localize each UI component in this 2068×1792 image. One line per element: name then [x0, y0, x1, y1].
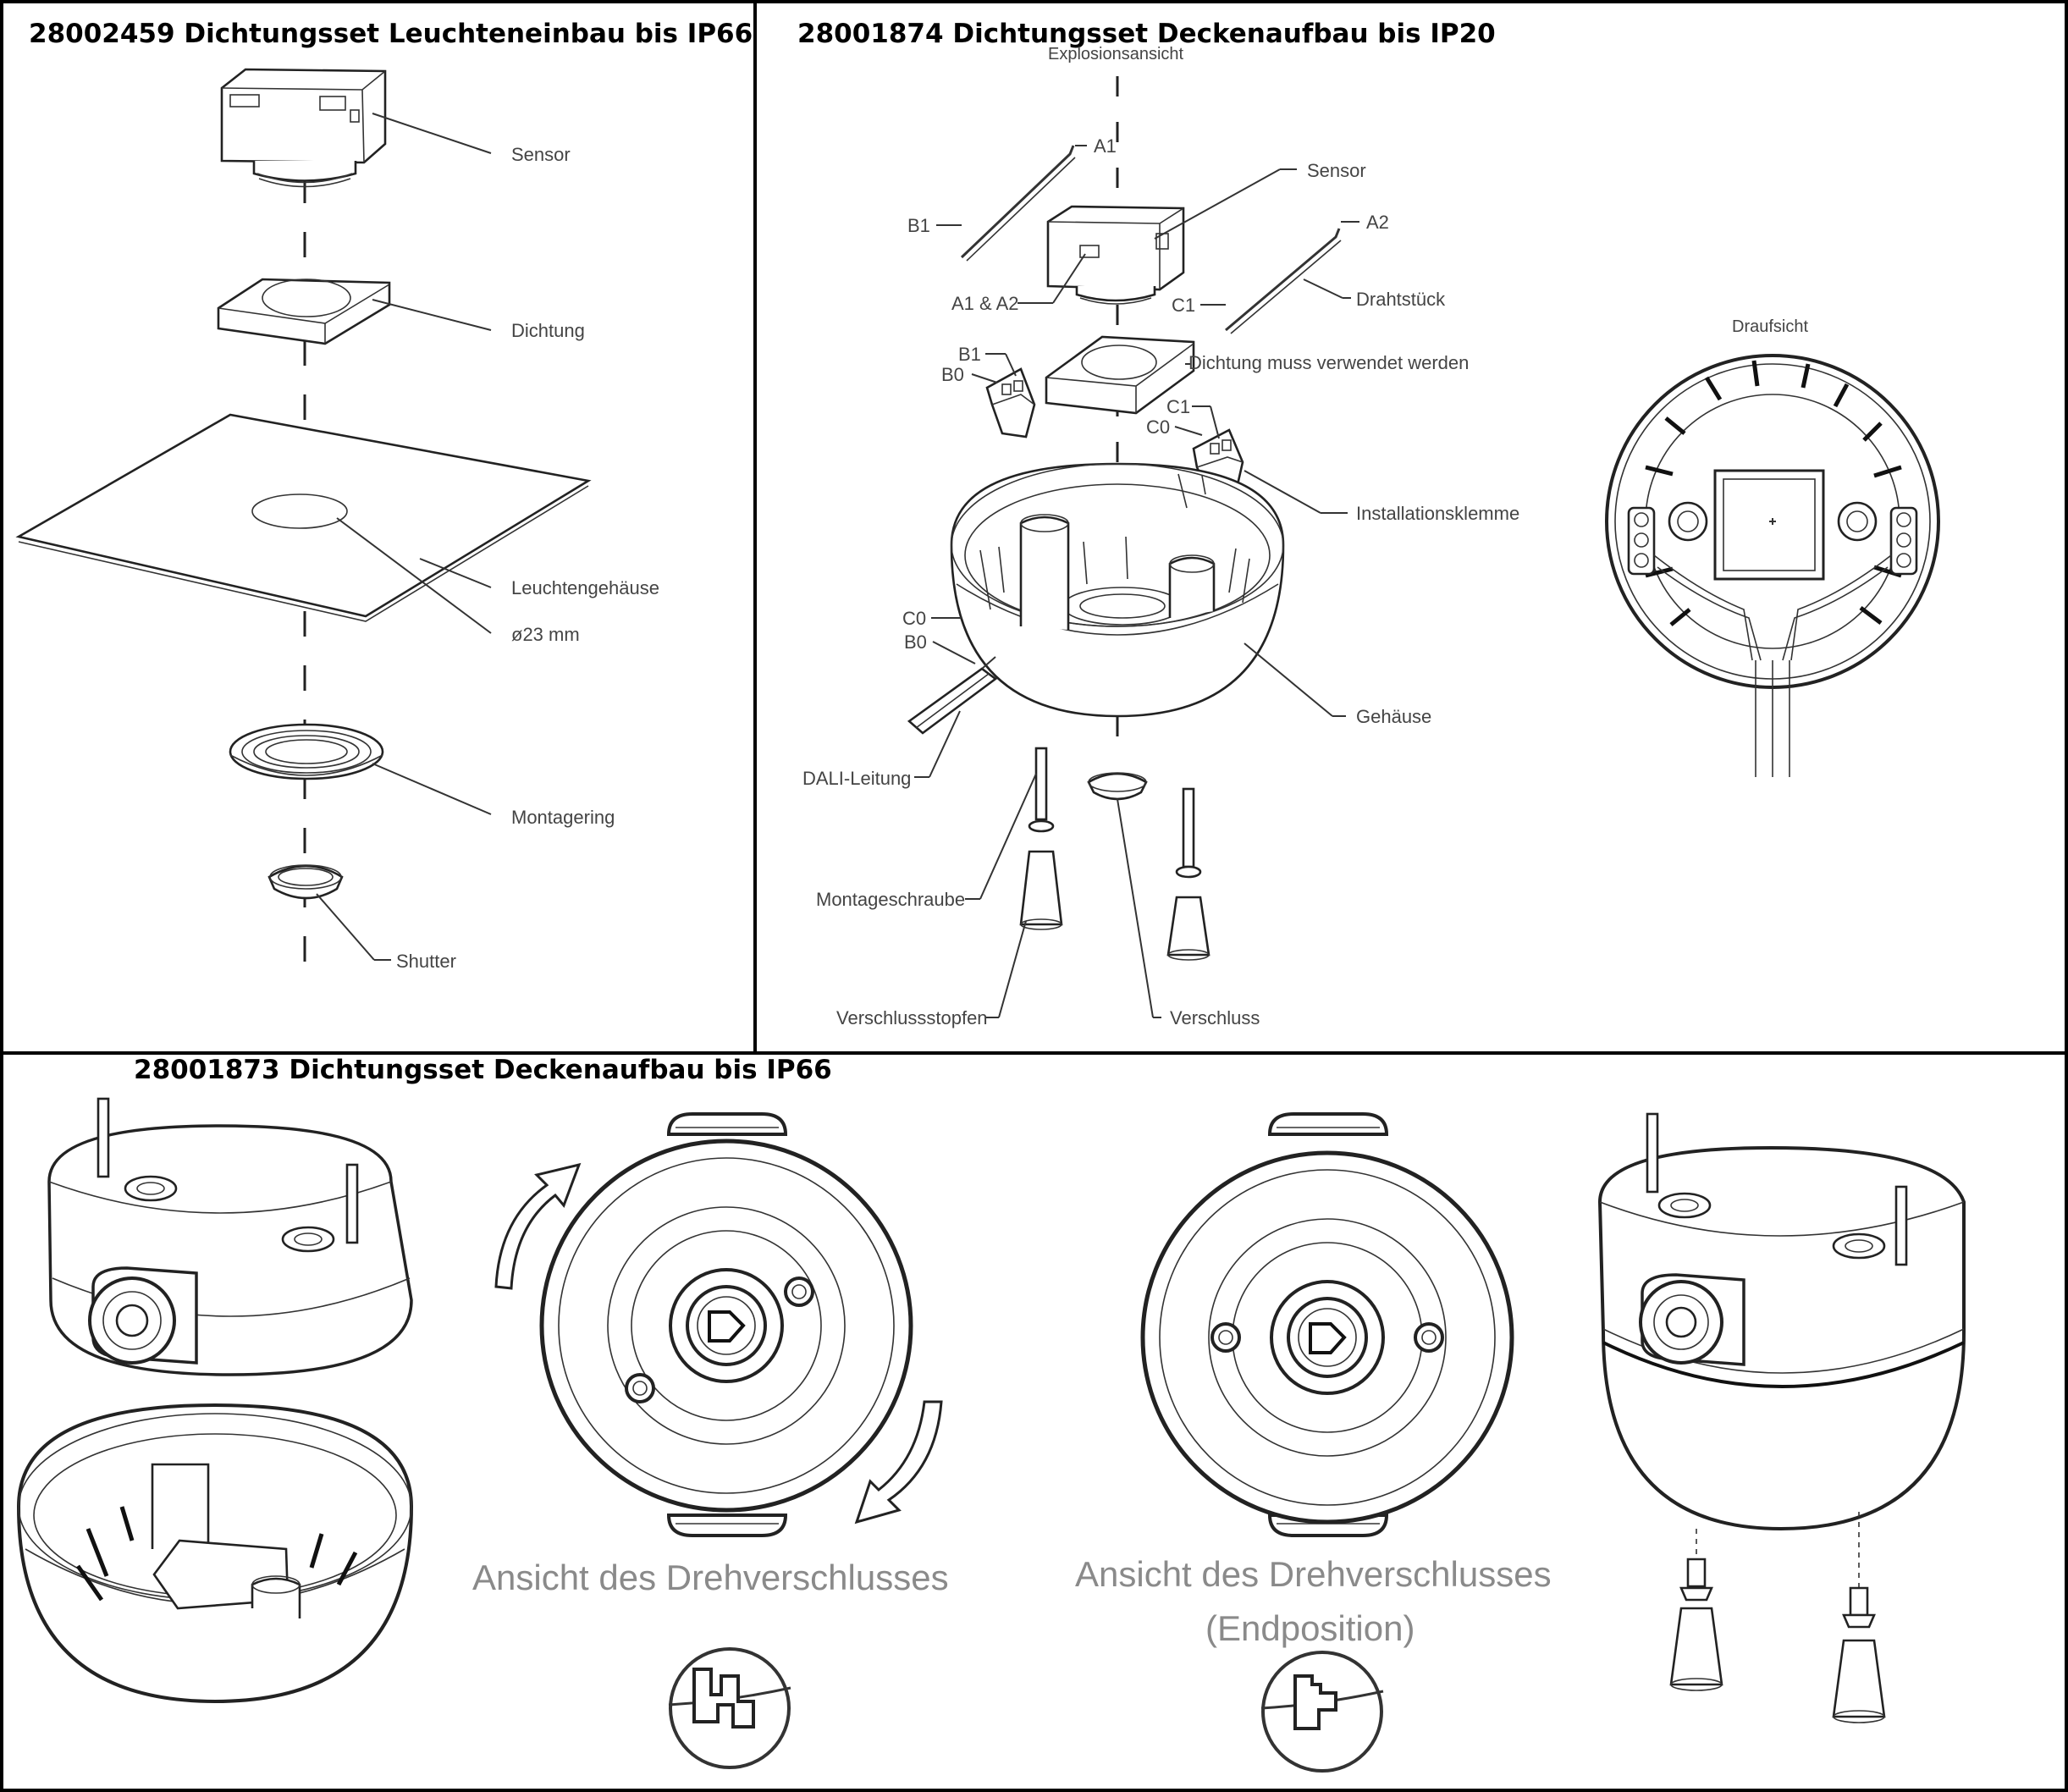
label-montageschraube: Montageschraube	[816, 889, 965, 910]
caption-drehverschluss: Ansicht des Drehverschlusses	[472, 1558, 949, 1597]
twist-view-start	[539, 1112, 913, 1537]
twist-detail-sketch-1	[668, 1647, 791, 1769]
caption-drehverschluss-end-line2: (Endposition)	[1205, 1608, 1415, 1648]
label-dichtung-1: Dichtung	[511, 320, 585, 341]
label-sensor-1: Sensor	[511, 144, 571, 165]
label-a2: A2	[1366, 212, 1389, 233]
panel-deckenaufbau-ip66: 28001873 Dichtungsset Deckenaufbau bis I…	[16, 1055, 1966, 1773]
draufsicht-view	[1605, 354, 1940, 777]
label-montagering-1: Montagering	[511, 807, 615, 828]
caption-drehverschluss-end-line1: Ansicht des Drehverschlusses	[1075, 1554, 1552, 1594]
twist-detail-sketch-2	[1260, 1651, 1384, 1773]
label-c0: C0	[1146, 416, 1170, 438]
label-installationsklemme: Installationsklemme	[1356, 503, 1519, 524]
installationsklemme-left	[985, 367, 1036, 438]
label-b1: B1	[958, 344, 981, 365]
panel-title-2: 28001874 Dichtungsset Deckenaufbau bis I…	[797, 19, 1496, 49]
label-b0: B0	[941, 364, 964, 385]
twist-view-end	[1140, 1112, 1514, 1537]
label-a1a2: A1 & A2	[951, 293, 1019, 314]
sensor-part-2	[1046, 205, 1185, 305]
montageschraube-part	[1028, 747, 1202, 879]
shutter-part	[267, 864, 344, 900]
housing-open-left	[16, 1403, 414, 1704]
label-b1-top: B1	[907, 215, 930, 236]
montagering-part	[229, 723, 384, 780]
leuchtengehaeuse-part	[15, 413, 592, 622]
dichtung-part-2	[1045, 335, 1195, 415]
panel-title-3: 28001873 Dichtungsset Deckenaufbau bis I…	[134, 1055, 832, 1085]
verschlussstopfen-part	[1019, 850, 1210, 961]
label-dali: DALI-Leitung	[802, 768, 911, 789]
verschluss-part	[1087, 772, 1148, 801]
gehaeuse-part	[950, 462, 1285, 718]
label-explosion: Explosionsansicht	[1048, 45, 1184, 63]
panel-title-1: 28002459 Dichtungsset Leuchteneinbau bis…	[29, 19, 753, 49]
label-c1: C1	[1166, 396, 1190, 417]
label-durchmesser-1: ø23 mm	[511, 624, 580, 645]
label-c1-top: C1	[1172, 295, 1195, 316]
rotation-arrow-bottom-icon	[854, 1400, 943, 1525]
label-draufsicht: Draufsicht	[1732, 317, 1808, 336]
label-leuchtengehaeuse-1: Leuchtengehäuse	[511, 577, 659, 598]
dali-cable	[907, 656, 998, 735]
label-dichtung-muss: Dichtung muss verwendet werden	[1188, 352, 1469, 373]
housing-closed-left	[47, 1097, 413, 1376]
label-drahtstueck: Drahtstück	[1356, 289, 1446, 310]
label-shutter-1: Shutter	[396, 951, 456, 972]
rotation-arrow-top-icon	[494, 1162, 582, 1290]
label-sensor-2: Sensor	[1307, 160, 1366, 181]
panel-leuchteneinbau: 28002459 Dichtungsset Leuchteneinbau bis…	[15, 19, 753, 973]
housing-assembled-right	[1597, 1112, 1966, 1723]
label-a1-top: A1	[1094, 135, 1117, 157]
panel-deckenaufbau-ip20: 28001874 Dichtungsset Deckenaufbau bis I…	[797, 19, 1940, 1028]
sensor-part	[220, 68, 387, 188]
label-gehaeuse: Gehäuse	[1356, 706, 1431, 727]
label-c0-lower: C0	[902, 608, 926, 629]
label-verschluss: Verschluss	[1170, 1007, 1260, 1028]
label-verschlussstopfen: Verschlussstopfen	[836, 1007, 988, 1028]
dichtung-part	[217, 278, 391, 345]
label-b0-lower: B0	[904, 631, 927, 653]
